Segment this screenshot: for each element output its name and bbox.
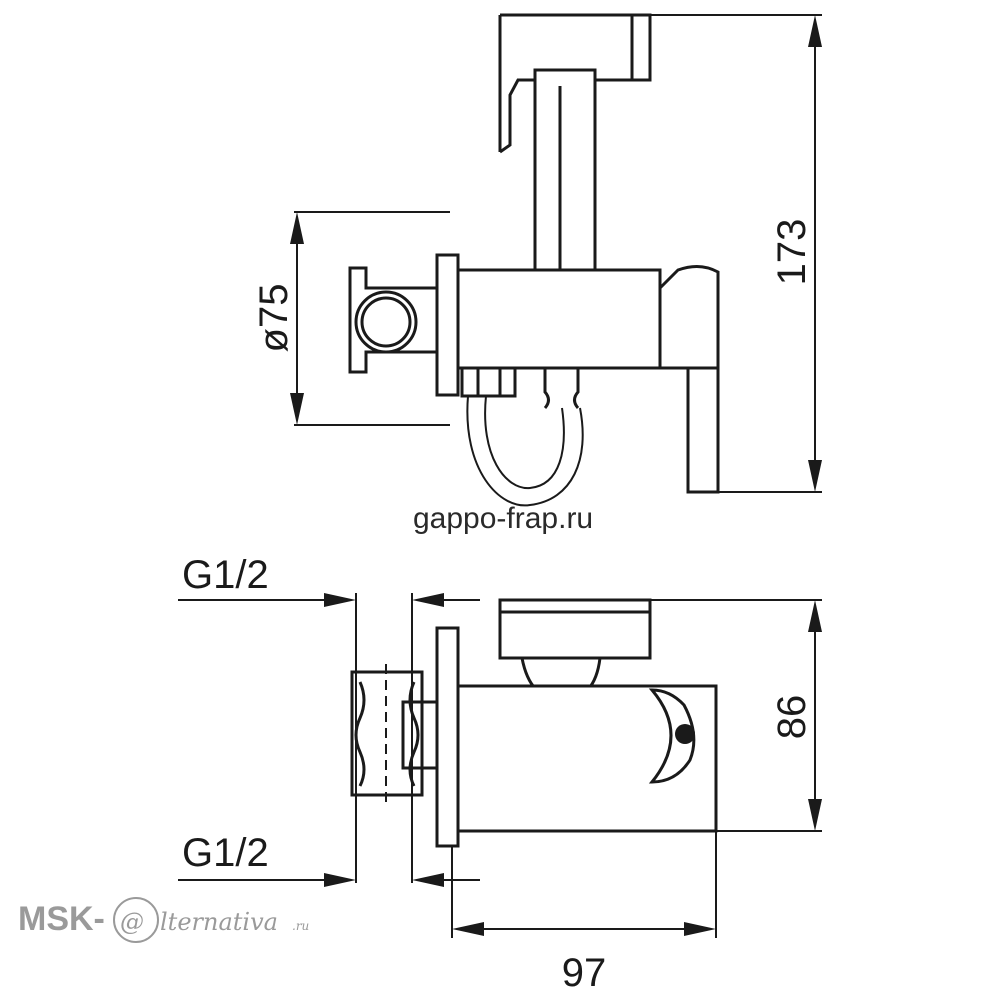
watermark-site: gappo-frap.ru	[413, 502, 593, 535]
diameter-label: ø75	[252, 284, 296, 353]
wall-plate	[435, 253, 460, 397]
height-bottom-label: 86	[770, 695, 814, 740]
top-view	[348, 13, 720, 507]
svg-text:@: @	[120, 908, 144, 936]
wall-plate-side	[435, 626, 460, 848]
lever-crescent	[648, 688, 696, 784]
threaded-fitting	[350, 670, 424, 797]
svg-text:MSK-: MSK-	[18, 900, 105, 938]
hose	[466, 395, 584, 507]
dimension-width-bottom: 97	[451, 831, 717, 995]
logo-watermark: MSK- @ lternativa .ru	[18, 897, 309, 943]
shower-head-side	[498, 598, 652, 660]
valve-body-side	[456, 684, 718, 833]
wall-mount	[348, 266, 439, 374]
svg-text:.ru: .ru	[292, 919, 309, 933]
hose-nut	[460, 368, 517, 398]
dimension-height-top: 173	[650, 14, 822, 493]
bottom-view	[350, 598, 718, 848]
width-bottom-label: 97	[562, 951, 607, 995]
thread-bottom-label: G1/2	[182, 831, 269, 875]
thread-callouts: G1/2 G1/2	[178, 553, 480, 887]
svg-text:lternativa: lternativa	[160, 908, 278, 936]
height-top-label: 173	[770, 219, 814, 286]
dimension-height-bottom: 86	[650, 599, 822, 832]
lever-handle	[658, 265, 720, 370]
thread-top-label: G1/2	[182, 553, 269, 597]
shower-stem	[533, 68, 597, 272]
valve-body	[456, 268, 662, 370]
handle-button	[675, 724, 695, 744]
dimension-diameter: ø75	[252, 211, 450, 426]
